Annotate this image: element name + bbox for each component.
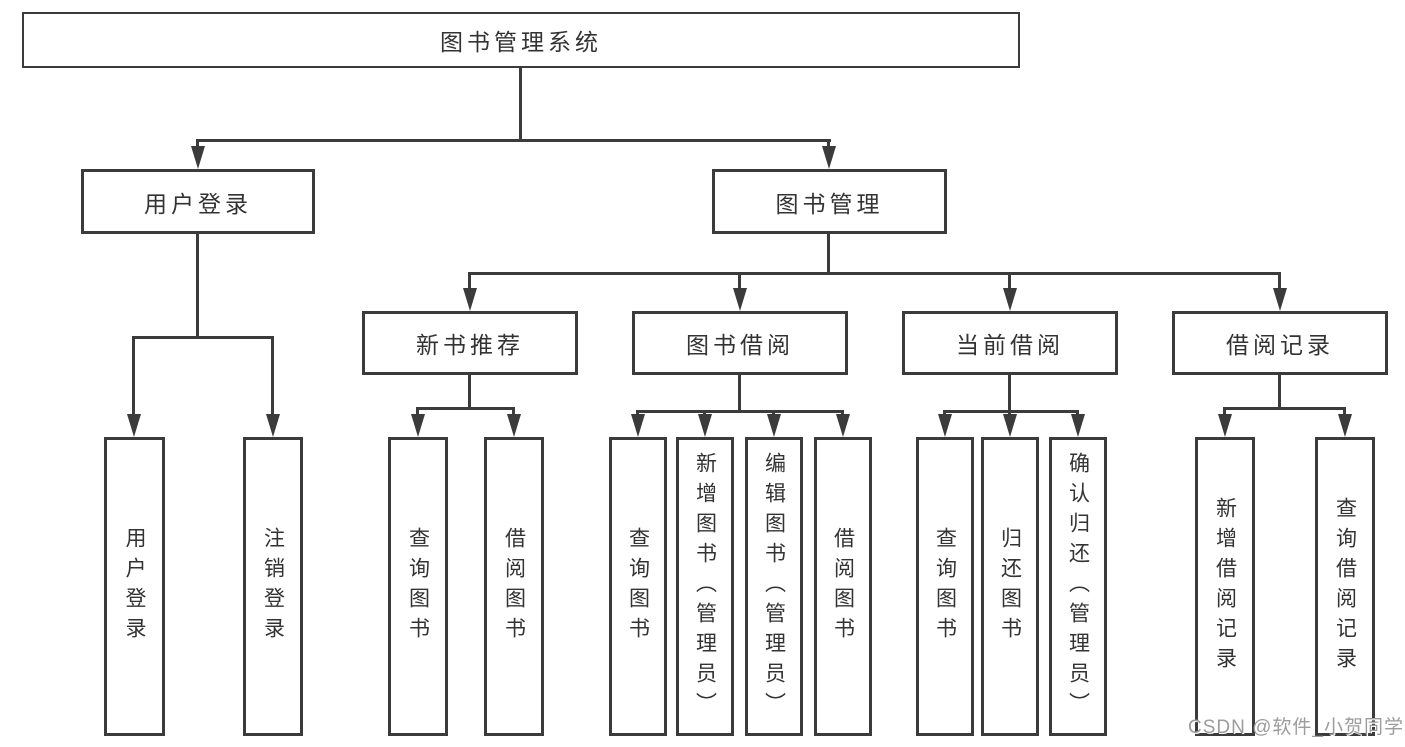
arrowhead-down-icon	[698, 414, 712, 437]
connector-arrow-shaft	[512, 407, 515, 414]
connector-arrow-shaft	[196, 139, 199, 146]
connector-arrow-shaft	[841, 410, 844, 414]
arrowhead-down-icon	[733, 288, 747, 311]
node-label: 查询图书	[933, 526, 957, 647]
arrowhead-down-icon	[1071, 414, 1085, 437]
node-label: 当前借阅	[956, 332, 1064, 358]
connector-arrow-shaft	[1076, 410, 1079, 414]
connector-book-borrow-distributor	[636, 410, 844, 413]
arrowhead-down-icon	[1003, 288, 1017, 311]
node-label: 用户登录	[123, 526, 146, 647]
connector-new-book-distributor	[416, 407, 515, 410]
connector-current-borrow-stem	[1008, 375, 1011, 410]
arrowhead-down-icon	[1273, 288, 1287, 311]
node-user-login: 用户登录	[81, 169, 315, 234]
connector-arrow-shaft	[943, 410, 946, 414]
node-query-books-borrow: 查询图书	[609, 437, 667, 736]
connector-root-stem	[519, 68, 522, 139]
node-new-book-recommend: 新书推荐	[362, 311, 578, 375]
connector-user-login-stem	[196, 234, 199, 336]
node-query-books-current: 查询图书	[916, 437, 974, 736]
arrowhead-down-icon	[1003, 414, 1017, 437]
node-label: 编辑图书（管理员）	[762, 451, 786, 722]
arrowhead-down-icon	[191, 146, 205, 169]
arrowhead-down-icon	[411, 414, 425, 437]
node-label: 新增图书（管理员）	[693, 451, 717, 722]
node-edit-book-admin: 编辑图书（管理员）	[745, 437, 803, 736]
arrowhead-down-icon	[127, 414, 141, 437]
node-label: 借阅图书	[502, 526, 526, 647]
node-query-books-recommend: 查询图书	[388, 437, 448, 736]
node-current-borrow: 当前借阅	[902, 311, 1118, 375]
connector-arrow-shaft	[1343, 407, 1346, 414]
arrowhead-down-icon	[266, 414, 280, 437]
connector-level2-distributor	[196, 139, 831, 142]
node-user-login-leaf: 用户登录	[104, 437, 165, 736]
node-label: 图书管理	[775, 190, 884, 217]
node-label: 归还图书	[998, 526, 1022, 647]
connector-arrow-shaft	[772, 410, 775, 414]
connector-level3-distributor	[468, 272, 1281, 275]
node-label: 新书推荐	[416, 332, 524, 358]
node-label: 借阅图书	[831, 526, 855, 647]
node-borrow-records: 借阅记录	[1172, 311, 1388, 375]
arrowhead-down-icon	[822, 146, 836, 169]
node-label: 图书借阅	[686, 332, 794, 358]
connector-arrow-shaft	[1278, 272, 1281, 288]
arrowhead-down-icon	[631, 414, 645, 437]
arrowhead-down-icon	[507, 414, 521, 437]
connector-new-book-stem	[468, 375, 471, 407]
connector-book-management-stem	[827, 234, 830, 272]
node-label: 查询图书	[626, 526, 650, 647]
arrowhead-down-icon	[1218, 414, 1232, 437]
node-confirm-return-admin: 确认归还（管理员）	[1049, 437, 1107, 736]
connector-borrow-records-stem	[1278, 375, 1281, 407]
node-library-management-system: 图书管理系统	[22, 12, 1020, 68]
connector-arrow-shaft	[416, 407, 419, 414]
watermark: CSDN @软件_小贺同学	[1188, 717, 1404, 738]
connector-arrow-shaft	[1008, 410, 1011, 414]
arrowhead-down-icon	[1338, 414, 1352, 437]
arrowhead-down-icon	[836, 414, 850, 437]
connector-arrow-shaft	[738, 272, 741, 288]
node-label: 确认归还（管理员）	[1066, 451, 1090, 722]
connector-arrow-shaft	[1223, 407, 1226, 414]
arrowhead-down-icon	[463, 288, 477, 311]
arrowhead-down-icon	[767, 414, 781, 437]
connector-arrow-shaft	[1008, 272, 1011, 288]
node-add-borrow-record: 新增借阅记录	[1195, 437, 1255, 736]
node-borrow-books-leaf: 借阅图书	[814, 437, 872, 736]
node-label: 用户登录	[144, 190, 252, 217]
node-book-borrow: 图书借阅	[632, 311, 848, 375]
connector-borrow-records-distributor	[1223, 407, 1346, 410]
node-label: 注销登录	[261, 526, 285, 647]
connector-arrow-shaft	[271, 336, 274, 414]
node-label: 借阅记录	[1226, 332, 1334, 358]
connector-arrow-shaft	[703, 410, 706, 414]
node-add-book-admin: 新增图书（管理员）	[676, 437, 734, 736]
connector-user-login-distributor	[132, 336, 274, 339]
node-label: 查询图书	[406, 526, 430, 647]
node-return-books: 归还图书	[981, 437, 1039, 736]
node-label: 图书管理系统	[440, 29, 602, 55]
connector-arrow-shaft	[636, 410, 639, 414]
node-label: 查询借阅记录	[1333, 496, 1357, 677]
node-query-borrow-record: 查询借阅记录	[1315, 437, 1375, 736]
node-book-management: 图书管理	[712, 169, 947, 234]
connector-book-borrow-stem	[738, 375, 741, 410]
connector-arrow-shaft	[132, 336, 135, 414]
node-label: 新增借阅记录	[1213, 496, 1237, 677]
node-borrow-books-recommend: 借阅图书	[484, 437, 544, 736]
connector-arrow-shaft	[468, 272, 471, 288]
node-logout: 注销登录	[243, 437, 303, 736]
arrowhead-down-icon	[938, 414, 952, 437]
connector-current-borrow-distributor	[943, 410, 1079, 413]
connector-arrow-shaft	[827, 139, 830, 146]
